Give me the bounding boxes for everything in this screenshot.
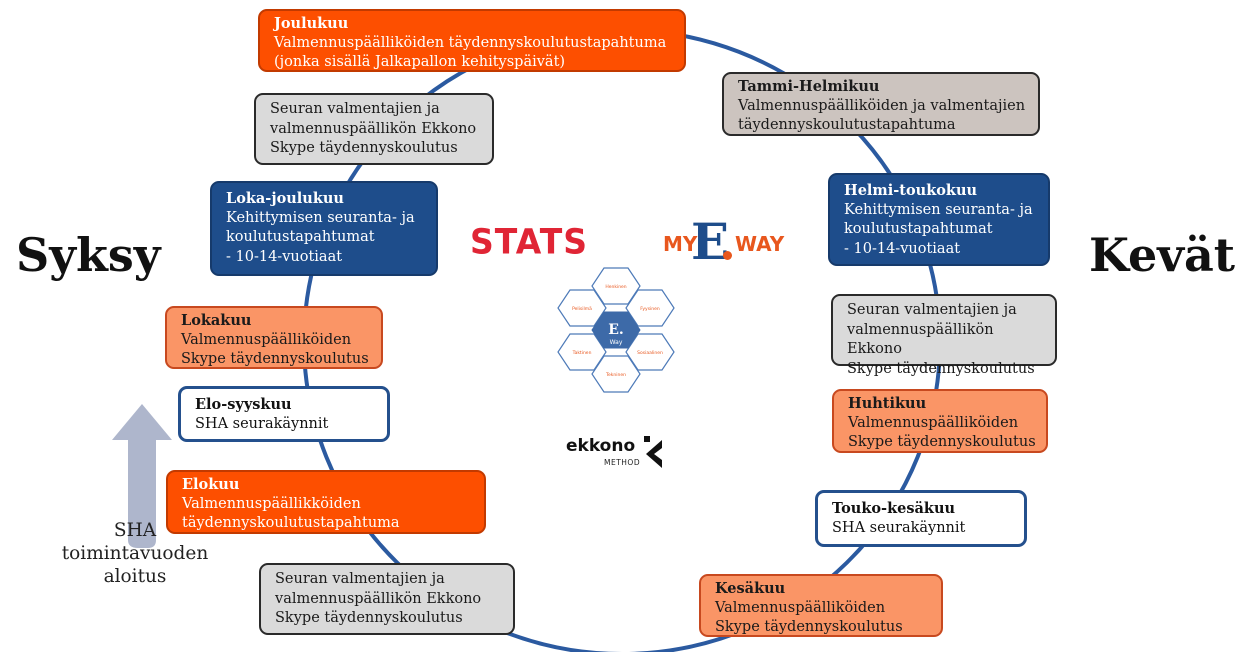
hex-petal-label: Fyysinen (640, 306, 660, 312)
event-body: Valmennuspäällikköiden täydennyskoulutus… (182, 495, 400, 532)
hex-center (591, 311, 641, 349)
myeway-my: MY (663, 232, 698, 256)
start-arrow-head (112, 404, 172, 440)
event-title: Joulukuu (274, 15, 349, 32)
event-title: Huhtikuu (848, 395, 927, 412)
event-skype-upper-left: Seuran valmentajien ja valmennuspäällikö… (254, 93, 494, 165)
hex-petal-lower-left (557, 333, 607, 371)
event-huhtikuu: Huhtikuu Valmennuspäälliköiden Skype täy… (832, 389, 1048, 453)
event-body: Valmennuspäälliköiden täydennyskoulutust… (274, 34, 667, 71)
hex-petal-label: Tekninen (605, 372, 626, 378)
event-kesakuu: Kesäkuu Valmennuspäälliköiden Skype täyd… (699, 574, 943, 637)
event-elokuu: Elokuu Valmennuspäällikköiden täydennysk… (166, 470, 486, 534)
event-loka-joulukuu: Loka-joulukuu Kehittymisen seuranta- ja … (210, 181, 438, 276)
event-touko-kesakuu: Touko-kesäkuu SHA seurakäynnit (815, 490, 1027, 547)
event-body: Valmennuspäälliköiden Skype täydennyskou… (181, 331, 369, 368)
event-body: Seuran valmentajien ja valmennuspäällikö… (847, 302, 1035, 377)
eway-hexagon-logo: E. Way Henkinen Fyysinen Sosiaalinen Tek… (557, 267, 675, 393)
event-lokakuu: Lokakuu Valmennuspäälliköiden Skype täyd… (165, 306, 383, 369)
event-tammi-helmikuu: Tammi-Helmikuu Valmennuspäälliköiden ja … (722, 72, 1040, 136)
hex-petal-upper-left (557, 289, 607, 327)
myeway-way: WAY (735, 232, 785, 256)
season-label-autumn: Syksy (16, 228, 161, 282)
event-body: SHA seurakäynnit (832, 519, 966, 536)
event-body: Kehittymisen seuranta- ja koulutustapaht… (844, 201, 1033, 257)
hex-petal-label: Taktinen (572, 350, 592, 356)
event-body: SHA seurakäynnit (195, 415, 329, 432)
event-title: Elo-syyskuu (195, 396, 292, 413)
hex-petal-lower-right (625, 333, 675, 371)
event-title: Tammi-Helmikuu (738, 78, 880, 95)
event-title: Kesäkuu (715, 580, 786, 597)
hex-center-letter: E. (608, 322, 624, 338)
event-body: Seuran valmentajien ja valmennuspäällikö… (270, 101, 477, 156)
ekkono-chevron-icon (644, 436, 662, 468)
stats-logo: STATS (470, 221, 588, 262)
hex-petal-label: Henkinen (605, 284, 626, 290)
ekkono-logo: ekkono METHOD (566, 436, 690, 472)
event-title: Loka-joulukuu (226, 190, 344, 207)
start-arrow-shaft (128, 438, 156, 548)
event-skype-lower-left: Seuran valmentajien ja valmennuspäällikö… (259, 563, 515, 635)
event-body: Seuran valmentajien ja valmennuspäällikö… (275, 571, 482, 626)
season-label-spring: Kevät (1089, 228, 1236, 282)
event-elo-syyskuu: Elo-syyskuu SHA seurakäynnit (178, 386, 390, 442)
myeway-e: E (691, 212, 730, 271)
event-body: Valmennuspäälliköiden Skype täydennyskou… (715, 599, 903, 636)
event-helmi-toukokuu: Helmi-toukokuu Kehittymisen seuranta- ja… (828, 173, 1050, 266)
event-joulukuu: Joulukuu Valmennuspäälliköiden täydennys… (258, 9, 686, 72)
hex-petal-label: Pelisilmä (572, 306, 592, 312)
ekkono-method: METHOD (604, 458, 641, 467)
event-title: Lokakuu (181, 312, 252, 329)
event-body: Valmennuspäälliköiden Skype täydennyskou… (848, 414, 1036, 451)
ekkono-wordmark: ekkono (566, 436, 636, 456)
event-skype-right: Seuran valmentajien ja valmennuspäällikö… (831, 294, 1057, 377)
event-title: Touko-kesäkuu (832, 500, 956, 517)
event-title: Helmi-toukokuu (844, 182, 978, 199)
hex-petal-upper-right (625, 289, 675, 327)
hex-center-word: Way (610, 339, 623, 346)
event-body: Valmennuspäälliköiden ja valmentajien tä… (738, 97, 1026, 134)
year-start-label: SHA toimintavuoden aloitus (61, 520, 209, 587)
myeway-dot (723, 251, 732, 260)
event-body: Kehittymisen seuranta- ja koulutustapaht… (226, 209, 415, 265)
hex-petal-bottom (591, 355, 641, 393)
event-title: Elokuu (182, 476, 240, 493)
hex-petal-label: Sosiaalinen (637, 350, 663, 356)
